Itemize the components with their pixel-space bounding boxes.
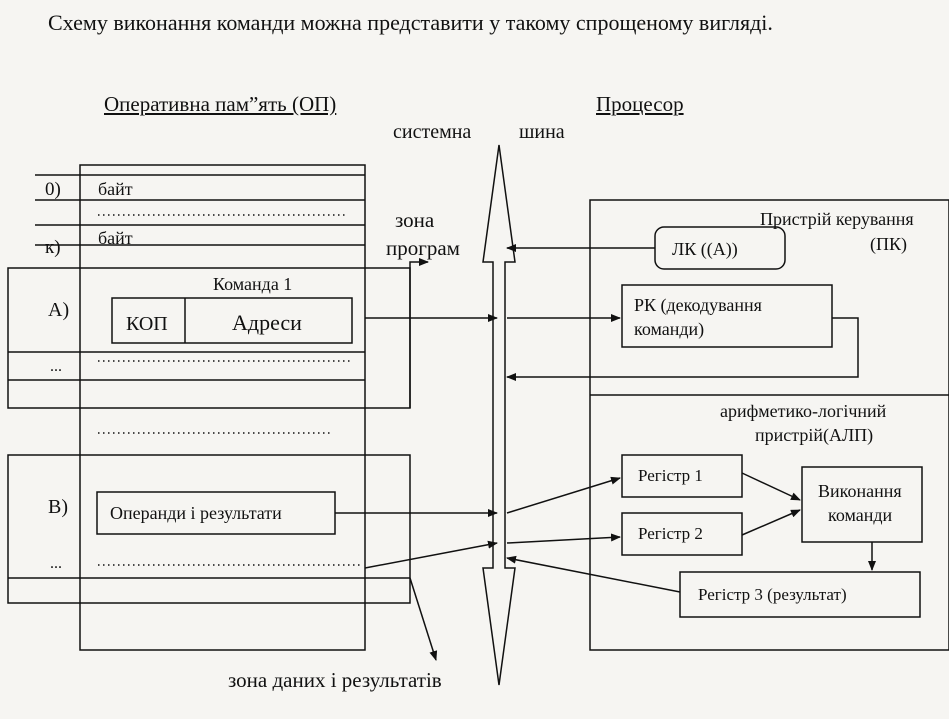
rk-line1: РК (декодування xyxy=(634,295,762,315)
reg2-box xyxy=(621,512,743,556)
rk-box xyxy=(621,284,833,348)
lk-label: ЛК ((А)) xyxy=(672,239,738,259)
operands-label: Операнди і результати xyxy=(110,503,282,523)
byte-k: байт xyxy=(98,228,133,248)
intro-text: Схему виконання команди можна представит… xyxy=(48,10,773,35)
reg3-box xyxy=(679,571,921,618)
command-title: Команда 1 xyxy=(213,274,293,294)
system-bus xyxy=(482,144,516,686)
exec-line2: команди xyxy=(828,505,893,525)
zone-b-label: В) xyxy=(48,496,68,518)
reg1-box xyxy=(621,454,743,498)
alu-line2: пристрій(АЛП) xyxy=(755,425,874,445)
byte-0: байт xyxy=(98,179,133,199)
zone-a-frame xyxy=(7,267,411,409)
processor-frame xyxy=(589,199,949,651)
reg2-label: Регістр 2 xyxy=(638,524,703,543)
addr-k: к) xyxy=(45,237,61,258)
bus-label-left: системна xyxy=(393,121,472,143)
alu-line1: арифметико-логічний xyxy=(720,401,887,421)
dots-a: ... xyxy=(50,358,62,375)
exec-line1: Виконання xyxy=(818,481,902,501)
processor-title: Процесор xyxy=(596,92,684,116)
addresses-label: Адреси xyxy=(232,310,302,335)
reg3-label: Регістр 3 (результат) xyxy=(698,585,847,604)
control-unit-title: Пристрій керування xyxy=(760,209,914,229)
control-unit-abbr: (ПК) xyxy=(870,234,907,254)
zone-program-line1: зона xyxy=(395,208,435,232)
memory-title: Оперативна пам”ять (ОП) xyxy=(104,92,337,116)
zone-data-label: зона даних і результатів xyxy=(228,668,442,692)
bus-label-right: шина xyxy=(519,121,565,143)
rk-line2: команди) xyxy=(634,319,705,339)
reg1-label: Регістр 1 xyxy=(638,466,703,485)
addr-0: 0) xyxy=(45,179,61,200)
dots-b: ... xyxy=(50,555,62,572)
command-box xyxy=(111,297,353,344)
zone-program-line2: програм xyxy=(386,236,460,260)
zone-a-label: А) xyxy=(48,299,70,321)
zone-b-frame xyxy=(7,454,411,604)
exec-box xyxy=(801,466,923,543)
kop-label: КОП xyxy=(126,313,168,335)
